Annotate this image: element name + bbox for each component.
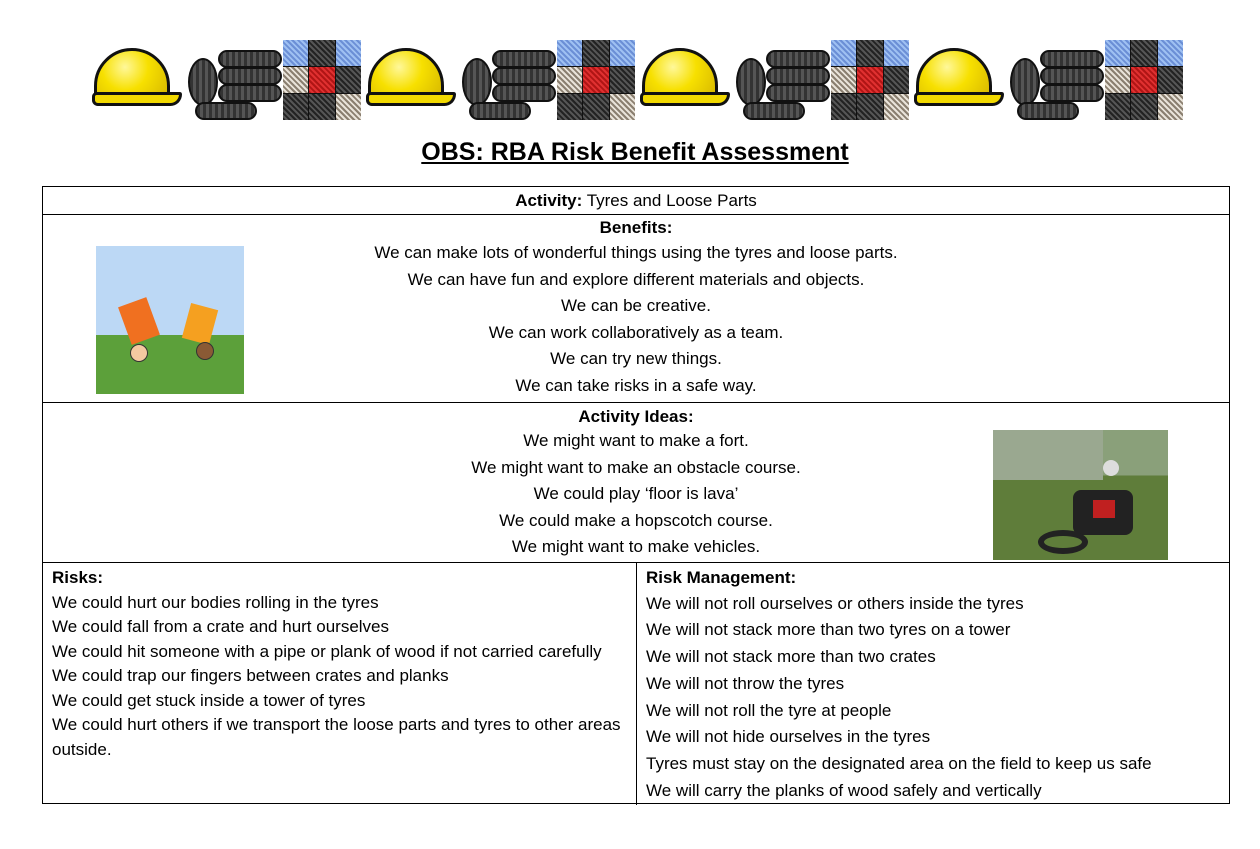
list-item: We can try new things. [550,349,722,369]
list-item: Tyres must stay on the designated area o… [646,754,1152,774]
benefits-row: Benefits: We can make lots of wonderful … [43,215,1229,403]
ideas-list: We might want to make a fort. We might wa… [43,428,1229,561]
list-item: We will not hide ourselves in the tyres [646,727,931,747]
tyres-icon [731,40,831,120]
banner-group [362,40,636,120]
hard-hat-icon [910,40,1005,120]
list-item: We can have fun and explore different ma… [407,269,865,289]
risks-heading: Risks: [52,568,104,587]
list-item: We could trap our fingers between crates… [52,666,449,685]
risk-management-list: We will not roll ourselves or others ins… [646,591,1222,805]
banner-group [636,40,910,120]
list-item: We could hurt others if we transport the… [52,715,621,759]
benefits-heading: Benefits: [599,218,673,237]
tyres-icon [183,40,283,120]
children-cartwheel-image [96,246,244,394]
tyres-icon [457,40,557,120]
list-item: We can make lots of wonderful things usi… [374,243,898,262]
list-item: We could hurt our bodies rolling in the … [52,592,379,612]
list-item: We will not stack more than two crates [646,647,936,667]
activity-value: Tyres and Loose Parts [582,191,757,210]
ideas-heading: Activity Ideas: [578,407,694,426]
banner-group [910,40,1184,120]
activity-ideas-row: Activity Ideas: We might want to make a … [43,403,1229,563]
benefits-list: We can make lots of wonderful things usi… [43,240,1229,400]
crates-icon [557,40,635,120]
list-item: We might want to make a fort. [523,431,749,450]
banner-group [88,40,362,120]
list-item: We could fall from a crate and hurt ours… [52,617,390,636]
tyres-icon [1005,40,1105,120]
list-item: We will not roll the tyre at people [646,700,892,720]
crates-icon [831,40,909,120]
child-playing-tyres-photo [993,430,1168,560]
risks-row: Risks: We could hurt our bodies rolling … [43,563,1229,805]
list-item: We will not stack more than two tyres on… [646,620,1011,640]
risk-management-column: Risk Management: We will not roll oursel… [637,563,1231,805]
list-item: We might want to make vehicles. [511,537,761,557]
list-item: We could make a hopscotch course. [499,510,773,530]
assessment-table: Activity: Tyres and Loose Parts Benefits… [42,186,1230,805]
list-item: We could hit someone with a pipe or plan… [52,641,602,661]
list-item: We can be creative. [561,296,711,316]
list-item: We could get stuck inside a tower of tyr… [52,690,366,710]
risks-column: Risks: We could hurt our bodies rolling … [43,563,637,805]
page-title: OBS: RBA Risk Benefit Assessment [421,138,849,166]
list-item: We could play ‘floor is lava’ [533,484,739,504]
list-item: We might want to make an obstacle course… [471,457,801,477]
header-banner [88,40,1184,120]
hard-hat-icon [362,40,457,120]
activity-label: Activity: [515,191,583,210]
crates-icon [1105,40,1183,120]
list-item: We will carry the planks of wood safely … [646,781,1042,801]
list-item: We can take risks in a safe way. [515,375,757,395]
crates-icon [283,40,361,120]
activity-row: Activity: Tyres and Loose Parts [43,187,1229,215]
hard-hat-icon [636,40,731,120]
risk-management-heading: Risk Management: [646,568,797,587]
list-item: We will not throw the tyres [646,673,845,693]
risks-list: We could hurt our bodies rolling in the … [52,591,627,763]
list-item: We can work collaboratively as a team. [488,322,784,342]
list-item: We will not roll ourselves or others ins… [646,593,1024,613]
hard-hat-icon [88,40,183,120]
